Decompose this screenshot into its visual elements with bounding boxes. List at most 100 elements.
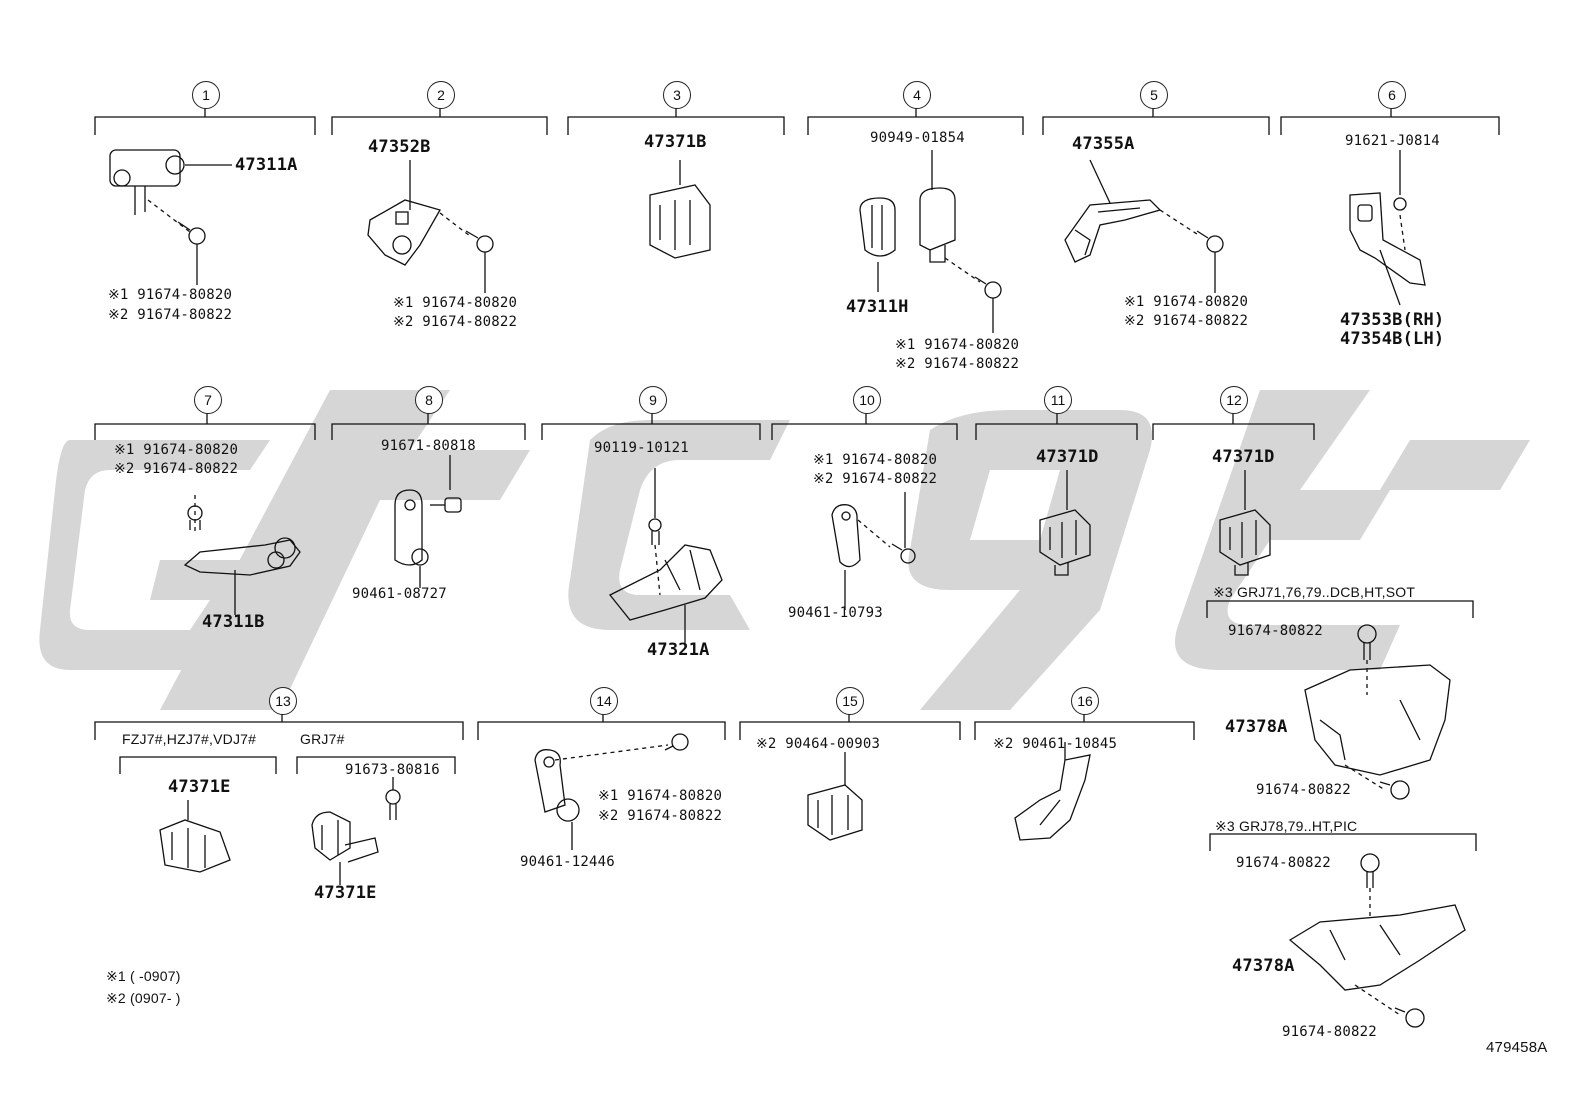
group-number-11: 11 xyxy=(1044,386,1072,414)
bolt-label: ※2 91674-80822 xyxy=(108,307,233,323)
clip-icon xyxy=(1219,470,1271,576)
bracket-icon xyxy=(367,160,471,266)
bracket-12 xyxy=(1152,412,1315,440)
bolt-label: 91674-80822 xyxy=(1256,782,1351,798)
group-number-6: 6 xyxy=(1378,81,1406,109)
diagram-id: 479458A xyxy=(1486,1039,1548,1056)
part-label: 90461-12446 xyxy=(520,854,615,870)
bracket-12a xyxy=(1206,600,1474,618)
part-label: 47354B(LH) xyxy=(1340,329,1445,349)
bolt-label: ※1 91674-80820 xyxy=(895,337,1020,353)
condition-label: ※3 GRJ78,79..HT,PIC xyxy=(1215,818,1358,834)
bolt-label: ※1 91674-80820 xyxy=(813,452,938,468)
bracket-12b xyxy=(1209,833,1477,851)
group-number-8: 8 xyxy=(415,386,443,414)
group-number-1: 1 xyxy=(192,81,220,109)
condition-label: ※3 GRJ71,76,79..DCB,HT,SOT xyxy=(1213,584,1416,600)
clamp-icon xyxy=(109,149,232,233)
clamp-icon xyxy=(831,492,916,610)
part-label: 47321A xyxy=(647,640,710,660)
part-label: 90461-08727 xyxy=(352,586,447,602)
group-number-9: 9 xyxy=(639,386,667,414)
part-label: 47355A xyxy=(1072,134,1135,154)
bolt-label: 91674-80822 xyxy=(1236,855,1331,871)
bolt-label: ※1 91674-80820 xyxy=(108,287,233,303)
part-label: 47371B xyxy=(644,132,707,152)
bolt-label: ※2 91674-80822 xyxy=(895,356,1020,372)
group-number-14: 14 xyxy=(590,687,618,715)
bracket-8 xyxy=(331,412,526,440)
bolt-icon xyxy=(1196,230,1224,293)
group-number-5: 5 xyxy=(1140,81,1168,109)
part-label: 47371D xyxy=(1212,447,1275,467)
bracket-icon xyxy=(608,468,723,648)
group-number-12: 12 xyxy=(1220,386,1248,414)
part-label: 47371E xyxy=(168,777,231,797)
clip-icon xyxy=(1039,470,1091,576)
clamp-icon xyxy=(534,733,689,850)
clip-icon xyxy=(859,150,981,292)
bolt-label: 91674-80822 xyxy=(1228,623,1323,639)
bracket-icon xyxy=(1014,742,1091,841)
bolt-label: ※1 91674-80820 xyxy=(1124,294,1249,310)
clip-icon xyxy=(807,752,863,841)
bracket-10 xyxy=(771,412,958,440)
bolt-label: ※1 91674-80820 xyxy=(393,295,518,311)
part-label: 47371E xyxy=(314,883,377,903)
part-label: 47378A xyxy=(1225,717,1288,737)
bolt-label: ※2 91674-80822 xyxy=(1124,313,1249,329)
bracket-13b xyxy=(296,756,456,774)
part-label: 47311H xyxy=(846,297,909,317)
bracket-1 xyxy=(94,107,316,135)
bracket-icon xyxy=(1288,853,1466,1028)
group-number-7: 7 xyxy=(194,386,222,414)
bracket-5 xyxy=(1042,107,1270,135)
part-label: 91671-80818 xyxy=(381,438,476,454)
bolt-label: ※2 91674-80822 xyxy=(114,461,239,477)
bolt-icon xyxy=(974,276,1002,333)
group-number-3: 3 xyxy=(663,81,691,109)
part-label: 91673-80816 xyxy=(345,762,440,778)
clip-icon xyxy=(649,160,711,259)
bracket-3 xyxy=(567,107,785,135)
group-number-13: 13 xyxy=(269,687,297,715)
bracket-13a xyxy=(119,756,277,774)
bracket-11 xyxy=(975,412,1138,440)
bolt-icon xyxy=(465,230,494,293)
bolt-label: ※1 91674-80820 xyxy=(598,788,723,804)
part-label: 47371D xyxy=(1036,447,1099,467)
bracket-9 xyxy=(541,412,761,440)
part-label: 47311A xyxy=(235,155,298,175)
bracket-icon xyxy=(1064,159,1201,263)
group-number-4: 4 xyxy=(903,81,931,109)
bolt-label: ※2 91674-80822 xyxy=(813,471,938,487)
part-label: 90119-10121 xyxy=(594,440,689,456)
part-label: 90949-01854 xyxy=(870,130,965,146)
bracket-icon xyxy=(1304,624,1451,800)
group-number-15: 15 xyxy=(836,687,864,715)
bolt-label: 91674-80822 xyxy=(1282,1024,1377,1040)
part-label: 91621-J0814 xyxy=(1345,133,1440,149)
clamp-icon xyxy=(394,455,462,588)
footnote-2: ※2 (0907- ) xyxy=(106,990,181,1006)
watermark-logo xyxy=(39,390,1530,710)
part-label: 47311B xyxy=(202,612,265,632)
clip-icon xyxy=(311,777,401,885)
bracket-icon xyxy=(1349,150,1426,306)
bracket-7 xyxy=(94,412,316,440)
part-label: ※2 90461-10845 xyxy=(993,736,1118,752)
bolt-icon xyxy=(177,221,206,285)
part-label: 47352B xyxy=(368,137,431,157)
bolt-label: ※2 91674-80822 xyxy=(393,314,518,330)
clip-icon xyxy=(159,800,231,873)
bracket-icon xyxy=(183,495,301,615)
part-label: ※2 90464-00903 xyxy=(756,736,881,752)
group-number-10: 10 xyxy=(853,386,881,414)
group-number-16: 16 xyxy=(1071,687,1099,715)
part-label: 90461-10793 xyxy=(788,605,883,621)
bracket-2 xyxy=(331,107,548,135)
part-label: 47353B(RH) xyxy=(1340,310,1445,330)
bracket-14 xyxy=(477,712,726,740)
condition-label: GRJ7# xyxy=(300,731,345,747)
bolt-label: ※2 91674-80822 xyxy=(598,808,723,824)
